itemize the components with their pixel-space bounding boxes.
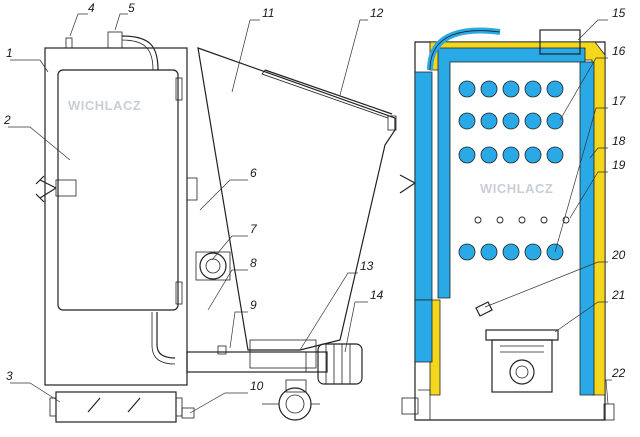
feeder-housing xyxy=(249,339,317,369)
callout-16: 16 xyxy=(612,44,626,58)
brand-logo-left: WICHLACZ xyxy=(68,98,141,113)
water-jacket-top xyxy=(437,47,586,299)
flue-outlet xyxy=(539,29,581,55)
callout-13: 13 xyxy=(360,259,374,273)
callout-3: 3 xyxy=(6,369,13,383)
cleanout-fan xyxy=(278,387,312,421)
drain-valve xyxy=(181,407,195,419)
sensor-port xyxy=(65,37,73,49)
callout-4: 4 xyxy=(88,1,95,15)
blower-fan xyxy=(199,252,227,280)
feeder-motor xyxy=(317,343,363,385)
water-jacket-right xyxy=(579,61,595,396)
callout-22: 22 xyxy=(611,366,626,380)
ash-drawer xyxy=(55,391,177,423)
temperature-sensor xyxy=(475,301,493,317)
callout-9: 9 xyxy=(250,298,257,312)
callout-11: 11 xyxy=(262,6,274,20)
callout-17: 17 xyxy=(612,94,627,108)
boiler-door xyxy=(57,69,179,311)
water-jacket-left xyxy=(414,71,433,301)
callout-14: 14 xyxy=(370,288,384,302)
fuel-hopper-assembly xyxy=(186,47,397,421)
fuel-hopper xyxy=(197,47,396,351)
callout-2: 2 xyxy=(3,113,11,127)
drain-pipe xyxy=(156,312,176,359)
insulation-layer xyxy=(429,41,606,396)
callout-18: 18 xyxy=(612,134,626,148)
callout-19: 19 xyxy=(612,158,626,172)
callout-5: 5 xyxy=(128,1,135,15)
flow-pipe xyxy=(107,31,123,49)
callout-labels: 1 2 3 4 5 6 7 8 9 10 11 12 13 14 15 16 1… xyxy=(3,1,627,393)
section-door-handle xyxy=(399,174,416,194)
retort-burner xyxy=(485,329,559,393)
side-bracket xyxy=(186,177,198,201)
callout-1: 1 xyxy=(6,46,13,60)
drain-port xyxy=(603,403,615,421)
inlet-port xyxy=(401,397,419,415)
door-hinge-bottom xyxy=(175,281,183,305)
callout-20: 20 xyxy=(611,248,626,262)
hopper-lid xyxy=(264,69,393,115)
door-latch-plate xyxy=(55,179,77,197)
leader-lines xyxy=(8,13,612,414)
callout-10: 10 xyxy=(250,379,264,393)
boiler-exterior xyxy=(35,31,198,423)
feeder-tube xyxy=(186,351,328,373)
callout-8: 8 xyxy=(250,256,257,270)
callout-15: 15 xyxy=(612,6,626,20)
callout-7: 7 xyxy=(250,222,258,236)
ash-drawer-handles xyxy=(87,397,141,413)
brand-logo-right: WICHLACZ xyxy=(480,181,553,196)
door-hinge-top xyxy=(175,77,183,101)
flue-tubes xyxy=(458,80,564,261)
flow-pipe-bend xyxy=(121,35,159,71)
callout-6: 6 xyxy=(250,166,257,180)
air-nozzles xyxy=(474,216,570,224)
callout-21: 21 xyxy=(611,288,625,302)
boiler-section xyxy=(399,27,615,421)
door-wing-handle xyxy=(35,175,57,203)
callout-12: 12 xyxy=(370,6,384,20)
